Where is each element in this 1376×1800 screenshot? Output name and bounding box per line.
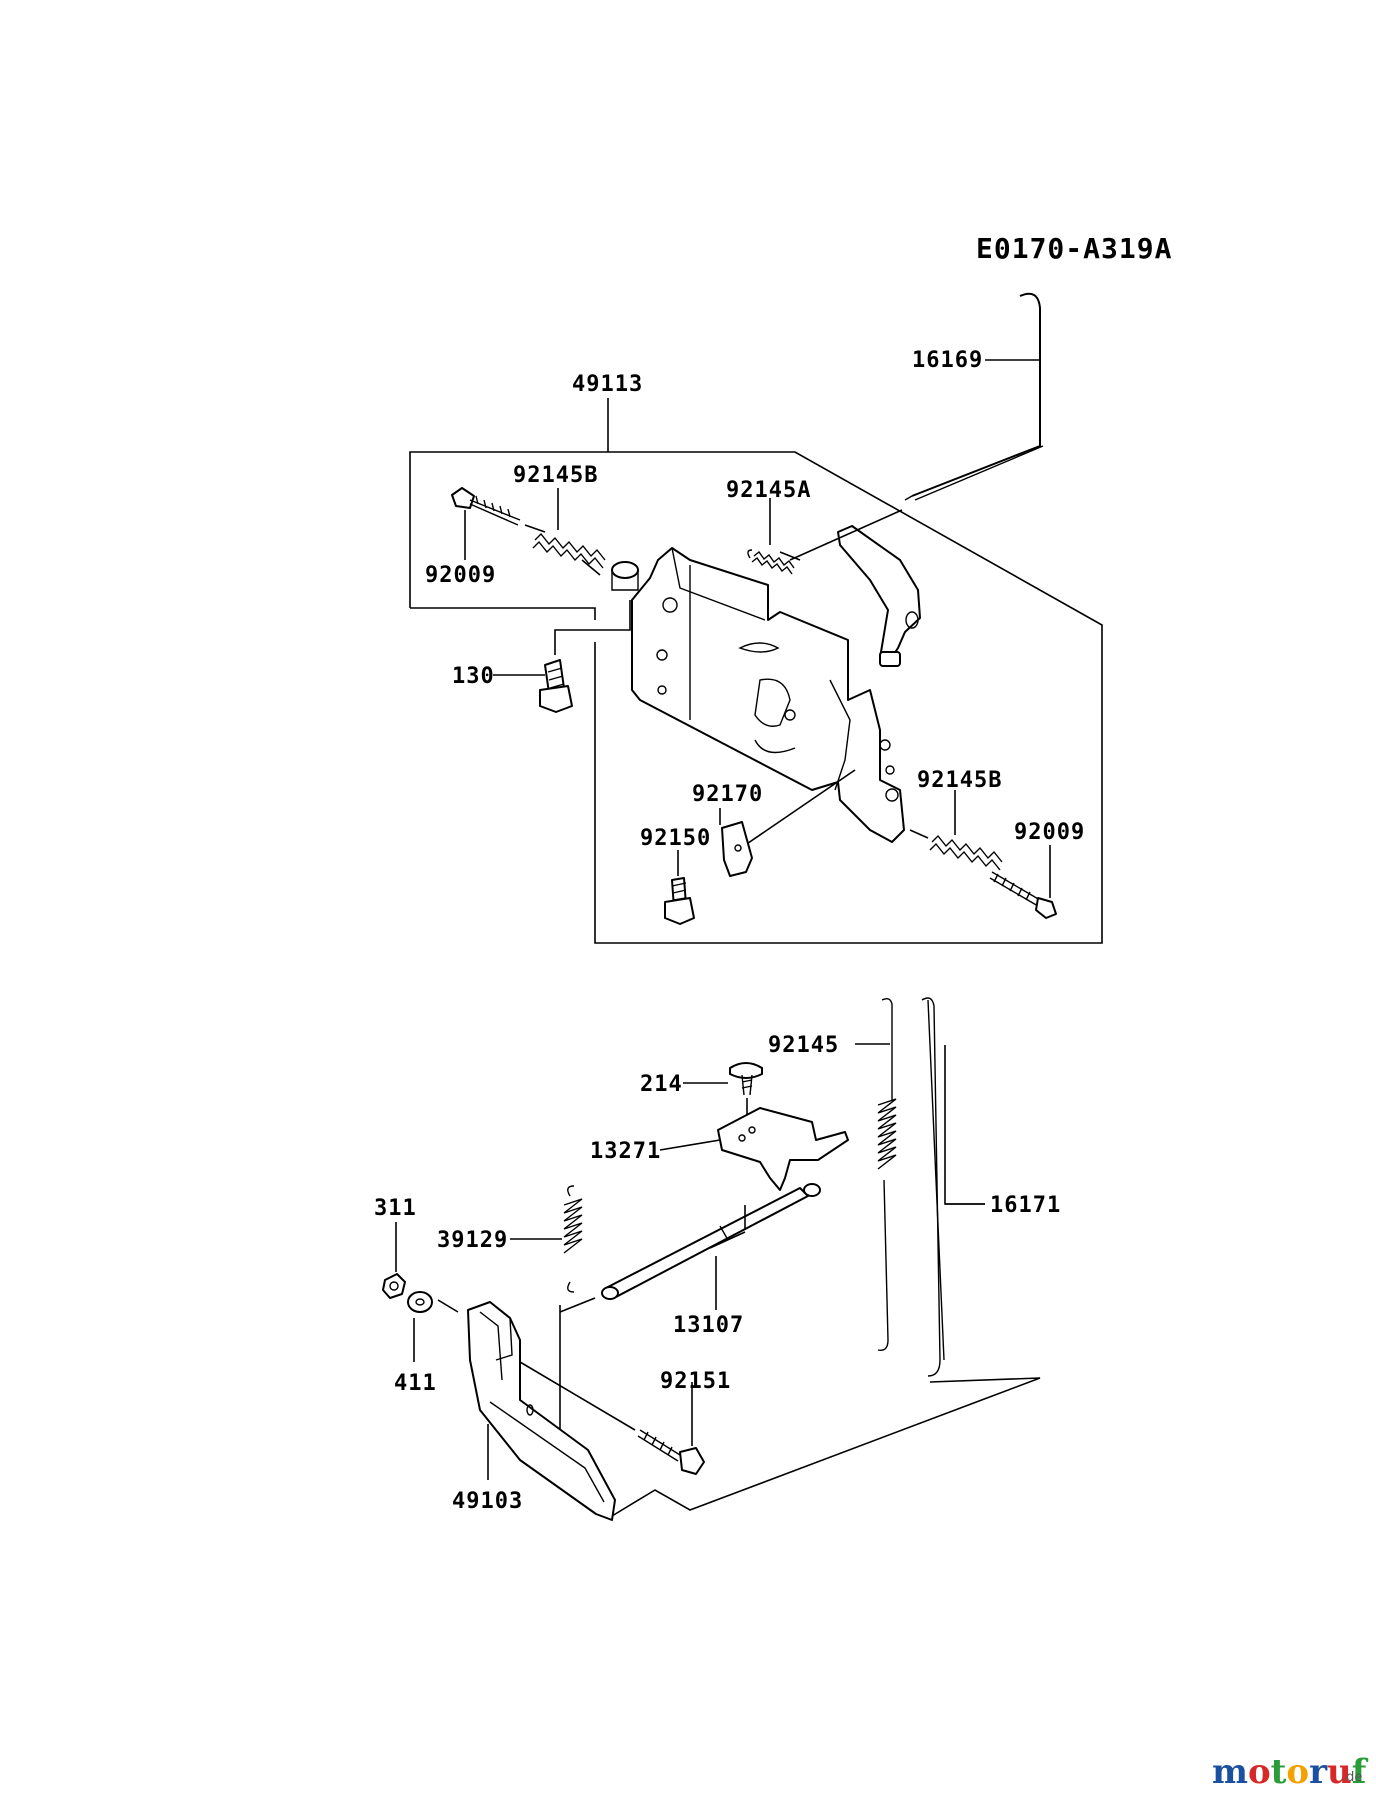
label-49113: 49113 xyxy=(572,372,643,397)
bolt-92009-bot xyxy=(989,871,1057,919)
spring-92145a xyxy=(747,549,795,575)
bolt-92151 xyxy=(637,1429,705,1475)
spring-92145b-top xyxy=(532,532,606,569)
washer-411 xyxy=(407,1291,433,1313)
plate-13271 xyxy=(717,1107,849,1191)
label-13107: 13107 xyxy=(673,1313,744,1338)
label-92145: 92145 xyxy=(768,1033,839,1058)
watermark-text: motoruf xyxy=(1212,1752,1369,1792)
spring-39129 xyxy=(563,1185,583,1293)
rod-16169 xyxy=(904,292,1044,501)
nut-311 xyxy=(382,1273,406,1299)
label-130: 130 xyxy=(452,664,495,689)
label-16171: 16171 xyxy=(990,1193,1061,1218)
lever-arm xyxy=(837,525,921,667)
label-92145b-top: 92145B xyxy=(513,463,598,488)
label-214: 214 xyxy=(640,1072,683,1097)
part-labels: 16169 49113 92145B 92145A 92009 130 9217… xyxy=(374,348,1085,1514)
label-13271: 13271 xyxy=(590,1139,661,1164)
control-plate xyxy=(631,547,905,843)
rod-16171 xyxy=(921,997,945,1377)
label-92009-bot: 92009 xyxy=(1014,820,1085,845)
label-92151: 92151 xyxy=(660,1369,731,1394)
label-49103: 49103 xyxy=(452,1489,523,1514)
label-92009-top: 92009 xyxy=(425,563,496,588)
label-39129: 39129 xyxy=(437,1228,508,1253)
stud-post xyxy=(611,561,639,591)
label-16169: 16169 xyxy=(912,348,983,373)
reference-code: E0170-A319A xyxy=(976,232,1172,265)
shaft-13107 xyxy=(601,1183,821,1300)
label-411: 411 xyxy=(394,1371,437,1396)
label-92170: 92170 xyxy=(692,782,763,807)
watermark-suffix: .de xyxy=(1342,1770,1362,1785)
lower-assembly xyxy=(382,997,1041,1521)
upper-assembly xyxy=(409,292,1103,944)
watermark-logo: motoruf .de xyxy=(1212,1752,1369,1792)
bolt-92009-top xyxy=(451,487,521,526)
label-311: 311 xyxy=(374,1196,417,1221)
screw-214 xyxy=(729,1062,763,1096)
spring-rod-92145 xyxy=(877,997,897,1351)
clip-92170 xyxy=(721,821,753,877)
label-92150: 92150 xyxy=(640,826,711,851)
bolt-130 xyxy=(539,659,573,713)
lever-49103 xyxy=(467,1301,616,1521)
label-92145b-bot: 92145B xyxy=(917,768,1002,793)
label-92145a: 92145A xyxy=(726,478,811,503)
bolt-92150 xyxy=(664,877,695,925)
spring-92145b-bot xyxy=(929,834,1003,871)
